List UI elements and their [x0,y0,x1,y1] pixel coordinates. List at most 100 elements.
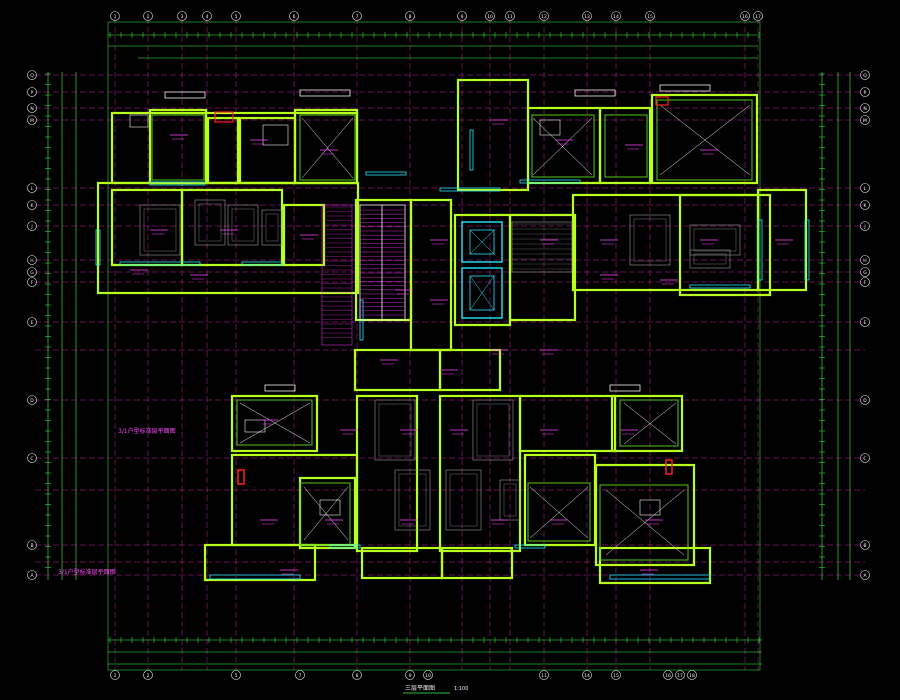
elevator-car [469,275,495,311]
axis-bubble-left [27,453,37,463]
elevators [461,221,573,319]
wall-outline [440,546,514,580]
axis-bubble-bottom [352,670,362,680]
axis-bubble-top [177,11,187,21]
axis-label-right: C [863,456,866,462]
axis-label-right: D [863,398,867,404]
shaft-hatch [511,221,573,273]
axis-bubble-right [860,267,870,277]
elevator-cross [469,275,495,311]
axis-bubble-top [231,11,241,21]
furniture-detail [143,208,177,252]
furniture-detail [231,208,255,242]
axis-label-bottom: 10 [425,673,431,679]
axis-bubble-left [27,221,37,231]
stair-hatch [321,204,353,346]
window [757,219,763,281]
axis-bubble-right [860,255,870,265]
axis-bubble-left [27,200,37,210]
bed-outline [319,499,341,516]
furniture-detail [198,203,222,242]
drawing-scale: 1:100 [454,686,468,692]
axis-bubble-left [27,267,37,277]
axis-bubble-left [27,395,37,405]
axis-bubble-left [27,70,37,80]
furniture-outline [261,209,283,246]
axis-label-left: K [31,203,35,209]
axis-label-left: L [31,186,34,192]
axis-bubble-right [860,540,870,550]
axis-bubble-left [27,183,37,193]
wall-outline [610,394,684,453]
axis-label-top: 13 [584,14,590,20]
furniture-detail [476,403,510,457]
room-outline [151,114,205,181]
axis-bubble-top [352,11,362,21]
axis-label-right: L [864,186,867,192]
axis-bubble-bottom [423,670,433,680]
window [241,261,283,266]
axis-bubble-right [860,70,870,80]
void-cross [529,486,589,539]
room-outline [236,399,313,446]
void-cross [532,117,593,176]
axis-label-top: 17 [755,14,761,20]
window [519,179,581,184]
axis-bubble-left [27,87,37,97]
axis-bubble-right [860,115,870,125]
furniture-outline [394,469,431,531]
room-outline [656,99,753,181]
void-cross [239,402,311,444]
window [514,544,546,549]
axis-label-bottom: 16 [665,673,671,679]
bed-outline [539,119,561,136]
window [149,181,206,186]
axis-bubble-top [740,11,750,21]
axis-bubble-right [860,183,870,193]
furniture-detail [633,218,667,262]
axis-bubble-top [582,11,592,21]
window [609,574,711,580]
axis-label-right: K [864,203,868,209]
room-outline [299,114,356,181]
axis-label-bottom: 17 [677,673,683,679]
furniture-outline [139,204,181,256]
axis-bubble-bottom [687,670,697,680]
wall-outline [282,203,326,267]
axis-bubble-left [27,103,37,113]
balcony-rail [609,384,641,392]
axis-label-right: G [863,270,867,276]
window [469,129,474,171]
axis-label-right: N [863,106,866,112]
furniture-outline [629,214,671,266]
axis-label-left: P [31,90,34,96]
furniture-outline [689,249,731,269]
wall-outline [650,93,759,185]
axis-label-top: 11 [507,14,513,20]
red-marker [665,459,673,475]
axis-label-bottom: 18 [689,673,695,679]
red-marker [655,96,669,106]
room-outline [527,482,591,542]
axis-label-top: 5 [235,14,238,20]
void-cross [605,489,685,556]
axis-label-bottom: 7 [299,673,302,679]
axis-label-top: 6 [293,14,296,20]
axis-bubble-left [27,570,37,580]
window [689,284,751,289]
axis-label-bottom: 1 [114,673,117,679]
window [95,229,101,266]
axis-label-right: H [863,258,866,264]
walls [96,78,808,585]
axis-bubble-top [202,11,212,21]
balcony-rail [299,89,351,97]
stair-frame [359,204,406,321]
axis-label-left: M [30,118,34,124]
axis-bubble-left [27,277,37,287]
wall-outline [678,193,772,297]
room-outline [531,114,595,178]
room-outline [604,114,648,178]
void-cross [303,486,349,541]
axis-label-right: P [864,90,867,96]
